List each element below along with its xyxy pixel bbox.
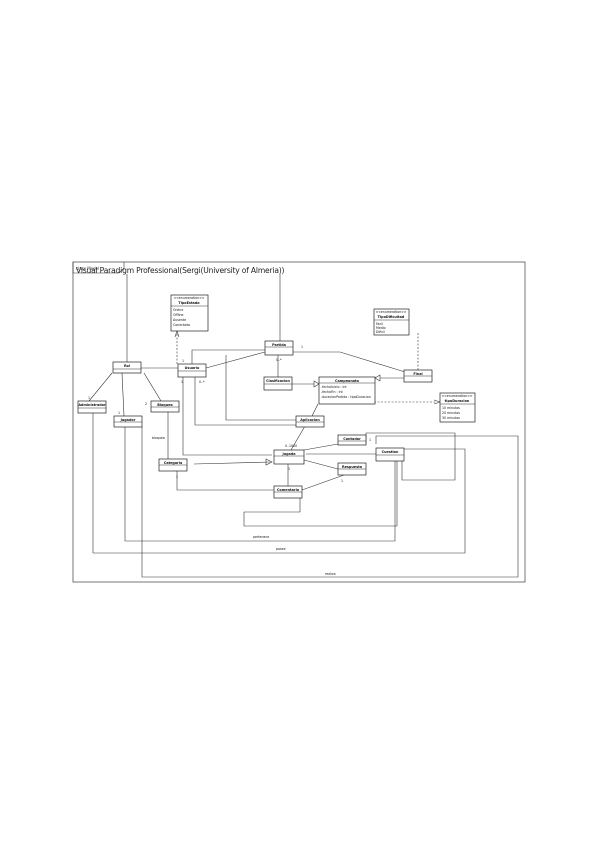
class-bloqueo-name: Bloqueo bbox=[157, 403, 173, 407]
class-partida-name: Partida bbox=[272, 343, 287, 347]
class-usuario-name: Usuario bbox=[185, 366, 200, 370]
multiplicity: 1 bbox=[88, 396, 90, 400]
class-partida[interactable]: Partida bbox=[264, 340, 294, 356]
enum-tipo-duracion[interactable]: <<enumeration>> tipoDuracion 10 minutos … bbox=[439, 392, 476, 423]
link-rol-administrador bbox=[88, 372, 113, 402]
role-label-realiza: realiza bbox=[325, 572, 336, 576]
diagram-frame bbox=[72, 261, 526, 583]
class-contador-name: Contador bbox=[343, 437, 361, 441]
enum-stereotype: <<enumeration>> bbox=[375, 310, 406, 314]
class-respuesta[interactable]: Respuesta bbox=[337, 462, 367, 476]
enum-tipo-dificultad[interactable]: <<enumeration>> TipoDificultad Facil Med… bbox=[373, 308, 410, 336]
link-realiza bbox=[141, 427, 519, 578]
arrow-generalization-2 bbox=[374, 374, 381, 382]
enum-stereotype: <<enumeration>> bbox=[173, 296, 204, 300]
arrow-generalization-3 bbox=[265, 458, 273, 466]
class-comentario-name: Comentario bbox=[277, 488, 300, 492]
multiplicity: 1 bbox=[181, 380, 183, 384]
role-label-posee: posee bbox=[276, 547, 286, 551]
class-final-name: Final bbox=[413, 372, 422, 376]
link-comentario-loop bbox=[243, 461, 398, 527]
arrow-generalization-1 bbox=[313, 380, 320, 388]
link-usuario-partida bbox=[191, 349, 265, 364]
multiplicity: 1 bbox=[118, 411, 120, 415]
enum-literal: Dificil bbox=[376, 330, 385, 334]
diagram-tab-label: class Model bbox=[76, 266, 99, 271]
enum-literal: Facil bbox=[376, 322, 383, 326]
link-aplicacion-jugada bbox=[290, 425, 306, 451]
link-categoria-jugada bbox=[193, 461, 271, 465]
role-label-pertenece: pertenece bbox=[253, 535, 269, 539]
link-posee bbox=[92, 410, 466, 554]
class-campeonato-attr: -duracionPartida : tipoDuracion bbox=[321, 395, 371, 399]
class-campeonato[interactable]: Campeonato -fechaInicio : int -fechaFin … bbox=[318, 376, 376, 405]
class-categoria[interactable]: Categoria bbox=[158, 458, 188, 472]
multiplicity: 0..* bbox=[199, 380, 205, 384]
diagram-tab bbox=[72, 262, 125, 274]
class-jugador[interactable]: Jugador bbox=[113, 415, 143, 428]
class-respuesta-name: Respuesta bbox=[342, 465, 363, 469]
enum-tipo-duracion-name: tipoDuracion bbox=[445, 399, 470, 403]
class-administrador-name: Administrador bbox=[78, 403, 106, 407]
class-rol[interactable]: Rol bbox=[112, 361, 142, 374]
multiplicity: 2 bbox=[145, 402, 147, 406]
class-cuestion[interactable]: Cuestion bbox=[375, 447, 405, 462]
multiplicity: 1 bbox=[182, 359, 184, 363]
class-aplicacion[interactable]: Aplicacion bbox=[295, 415, 325, 428]
enum-tipo-estado-name: TipoEstado bbox=[178, 301, 200, 305]
class-usuario[interactable]: Usuario bbox=[177, 363, 207, 378]
class-jugada[interactable]: Jugada bbox=[273, 449, 305, 465]
role-label-bloquea: bloquea bbox=[152, 436, 165, 440]
class-categoria-name: Categoria bbox=[164, 461, 183, 465]
link-respuesta-comentario bbox=[301, 474, 345, 491]
class-contador[interactable]: Contador bbox=[337, 434, 367, 446]
enum-literal: 20 minutos bbox=[442, 411, 460, 415]
class-aplicacion-name: Aplicacion bbox=[300, 418, 320, 422]
class-jugador-name: Jugador bbox=[120, 418, 136, 422]
enum-tipo-dificultad-name: TipoDificultad bbox=[378, 315, 405, 319]
class-campeonato-attr: -fechaInicio : int bbox=[321, 385, 347, 389]
multiplicity: 1 bbox=[341, 479, 343, 483]
enum-literal: Online bbox=[173, 308, 183, 312]
multiplicity: 1 bbox=[301, 345, 303, 349]
link-usuario-aplicacion bbox=[194, 377, 296, 426]
link-categoria-comentario bbox=[176, 470, 274, 491]
link-rol-bloqueo bbox=[143, 372, 162, 402]
class-rol-name: Rol bbox=[124, 364, 130, 368]
class-campeonato-attr: -fechaFin : int bbox=[321, 390, 343, 394]
class-administrador[interactable]: Administrador bbox=[77, 400, 107, 414]
enum-tipo-estado[interactable]: <<enumeration>> TipoEstado Online Offlin… bbox=[170, 294, 209, 332]
multiplicity: 1 bbox=[369, 438, 371, 442]
class-jugada-name: Jugada bbox=[281, 452, 296, 456]
enum-literal: Offline bbox=[173, 313, 183, 317]
enum-literal: Conectado bbox=[173, 323, 190, 327]
multiplicity: 0..1000 bbox=[285, 444, 297, 448]
enum-literal: 10 minutos bbox=[442, 406, 460, 410]
class-clasificacion-name: Clasificacion bbox=[266, 379, 290, 383]
class-final[interactable]: Final bbox=[403, 369, 433, 383]
link-respuesta-jugada bbox=[303, 459, 339, 470]
diagram-title: Visual Paradigm Professional(Sergi(Unive… bbox=[76, 266, 285, 275]
enum-stereotype: <<enumeration>> bbox=[441, 394, 472, 398]
link-pertenece bbox=[124, 427, 396, 542]
link-campeonato-aplicacion bbox=[311, 403, 319, 417]
link-contador-jugada bbox=[303, 443, 339, 451]
link-partida-final bbox=[293, 351, 406, 373]
enum-literal: Medio bbox=[376, 326, 386, 330]
class-campeonato-name: Campeonato bbox=[335, 379, 360, 383]
class-comentario[interactable]: Comentario bbox=[273, 485, 303, 499]
link-usuario-clasificacion bbox=[205, 351, 266, 369]
class-bloqueo[interactable]: Bloqueo bbox=[150, 400, 180, 413]
multiplicity: 0..* bbox=[276, 358, 282, 362]
multiplicity: 1 bbox=[176, 475, 178, 479]
class-cuestion-name: Cuestion bbox=[382, 450, 399, 454]
link-rol-jugador bbox=[121, 372, 125, 417]
enum-literal: Ausente bbox=[173, 318, 186, 322]
link-usuario-jugada bbox=[182, 377, 272, 456]
link-partida-aplicacion bbox=[225, 355, 296, 421]
class-clasificacion[interactable]: Clasificacion bbox=[263, 376, 293, 391]
multiplicity: 1 bbox=[288, 467, 290, 471]
enum-literal: 30 minutos bbox=[442, 416, 460, 420]
